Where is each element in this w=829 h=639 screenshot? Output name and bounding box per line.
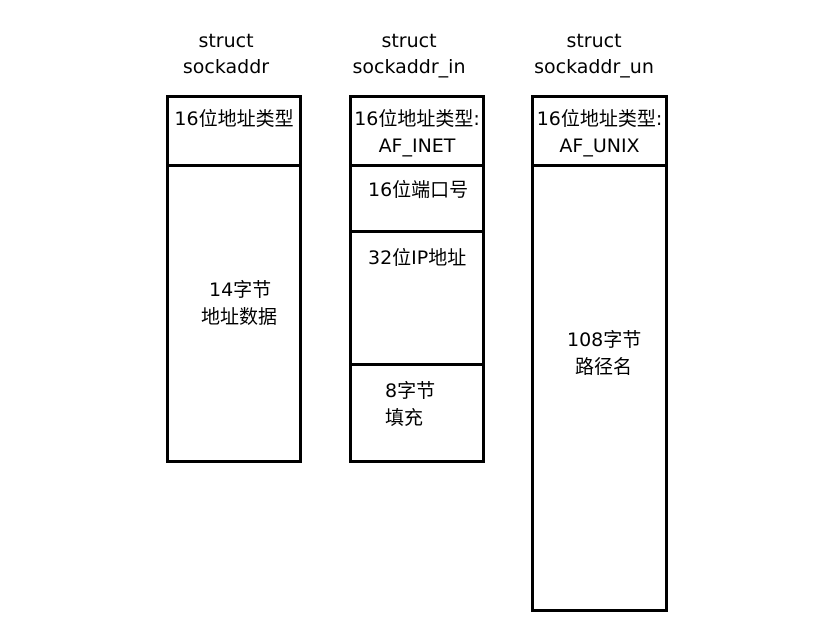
struct-sockaddr-in-title: struct sockaddr_in <box>339 28 479 80</box>
sockaddr-in-port-field: 16位端口号 <box>352 164 482 232</box>
struct-name: sockaddr_in <box>352 56 466 78</box>
sockaddr-un-box: 16位地址类型: AF_UNIX 108字节 路径名 <box>531 95 668 612</box>
struct-name: sockaddr <box>182 56 270 78</box>
sockaddr-box: 16位地址类型 14字节 地址数据 <box>166 95 302 463</box>
struct-keyword: struct <box>566 30 622 52</box>
sockaddr-in-ip-address-field: 32位IP地址 <box>352 230 482 364</box>
struct-keyword: struct <box>198 30 254 52</box>
struct-keyword: struct <box>381 30 437 52</box>
sockaddr-in-box: 16位地址类型: AF_INET 16位端口号 32位IP地址 8字节 填充 <box>349 95 485 463</box>
sockaddr-in-padding-field: 8字节 填充 <box>352 363 482 460</box>
sockaddr-address-family-field: 16位地址类型 <box>174 108 294 130</box>
struct-sockaddr-title: struct sockaddr <box>154 28 298 80</box>
sockaddr-un-address-family-field: 16位地址类型: AF_UNIX <box>536 108 663 157</box>
sockaddr-in-address-family-field: 16位地址类型: AF_INET <box>354 108 480 157</box>
sockaddr-address-data-field: 14字节 地址数据 <box>169 164 299 460</box>
struct-name: sockaddr_un <box>534 56 654 78</box>
sockaddr-un-path-name-field: 108字节 路径名 <box>534 164 665 609</box>
struct-sockaddr-un-title: struct sockaddr_un <box>524 28 664 80</box>
